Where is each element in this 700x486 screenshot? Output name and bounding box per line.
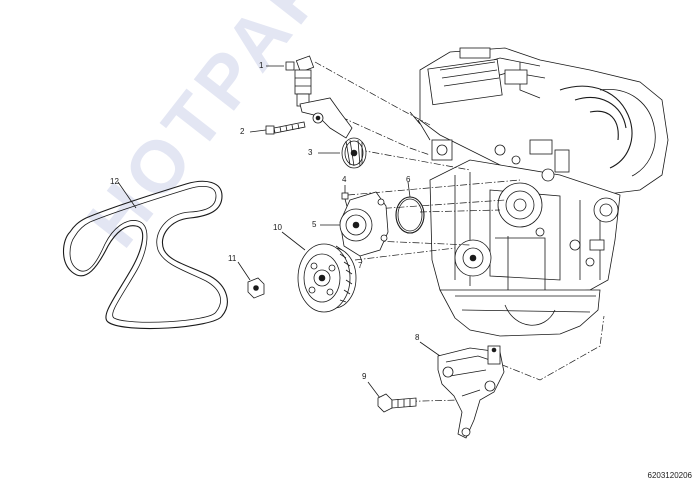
part-6-gasket	[395, 181, 425, 234]
diagram-code: 6203120206	[647, 471, 693, 480]
callout-10: 10	[273, 223, 282, 232]
assembly-leader-lines	[314, 61, 605, 403]
callout-6: 6	[406, 175, 411, 184]
callout-8: 8	[415, 333, 420, 342]
part-11-crank-bolt	[237, 261, 265, 299]
callout-9: 9	[362, 372, 367, 381]
callout-4: 4	[342, 175, 347, 184]
part-9-mount-bolt	[367, 381, 417, 413]
part-8-mount-bracket	[419, 341, 505, 439]
callout-5: 5	[312, 220, 317, 229]
part-3-tensioner-pulley	[318, 137, 367, 169]
part-12-serpentine-belt	[62, 180, 228, 330]
part-5-water-pump	[320, 191, 389, 257]
part-10-crank-pulley	[281, 231, 357, 313]
part-2-bolt	[249, 121, 306, 135]
tensioner-assembly	[294, 55, 353, 139]
part-1-bolt	[266, 61, 295, 71]
callout-1: 1	[259, 61, 264, 70]
callout-12: 12	[110, 177, 119, 186]
callout-2: 2	[240, 127, 245, 136]
callout-3: 3	[308, 148, 313, 157]
callout-11: 11	[228, 254, 237, 263]
callout-7: 7	[358, 261, 363, 270]
engine-assembly	[409, 47, 669, 337]
part-7-bolt	[359, 255, 363, 263]
